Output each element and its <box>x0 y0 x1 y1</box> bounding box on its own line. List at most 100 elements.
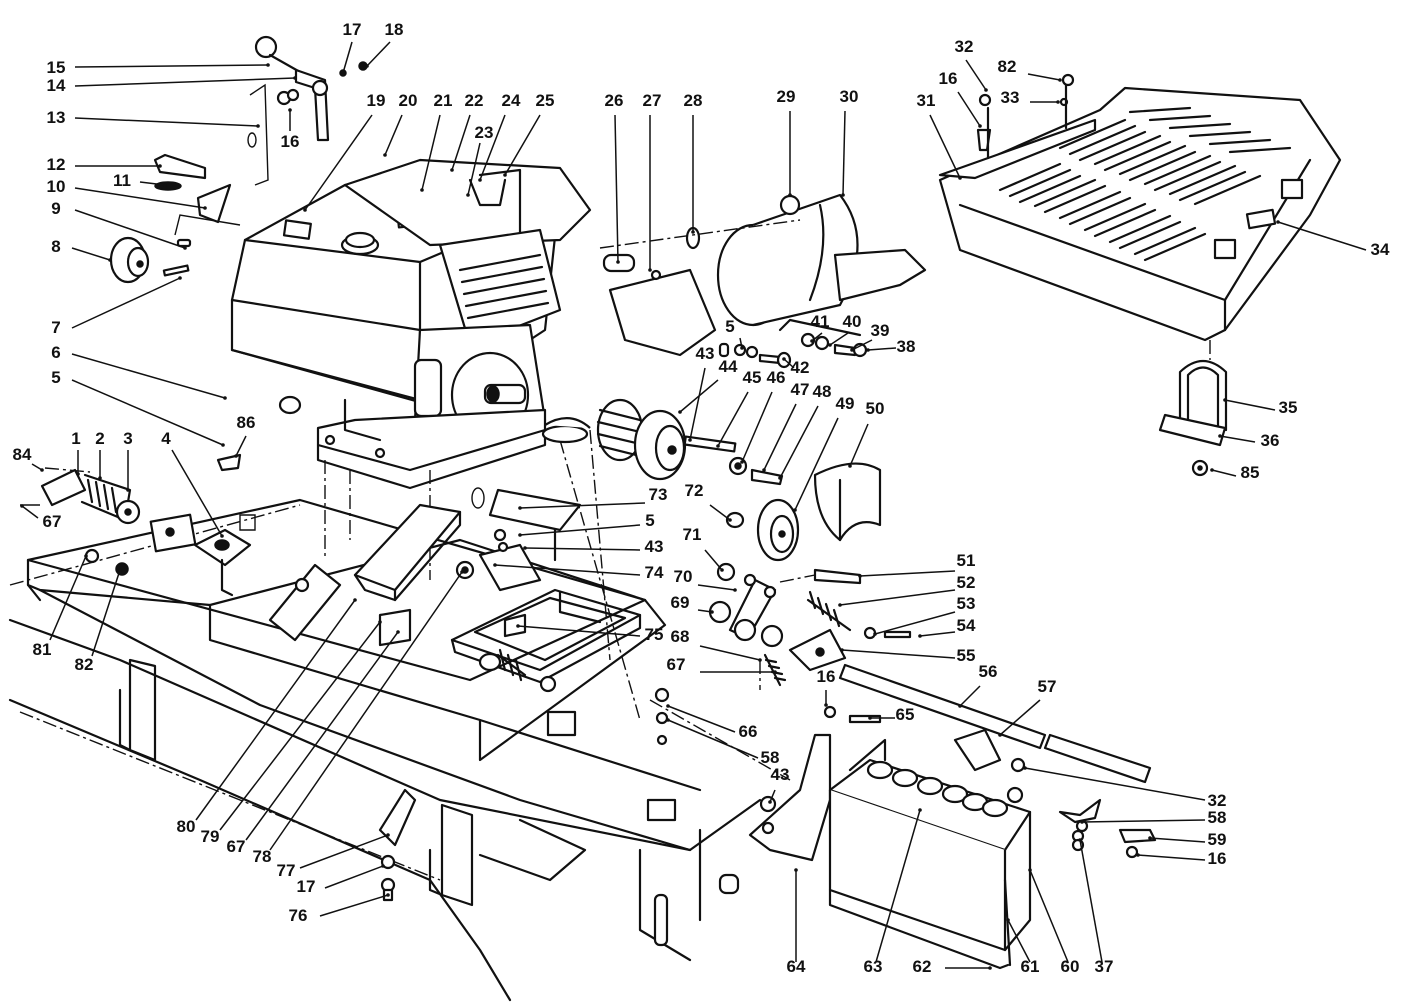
callout-leader-c45 <box>717 391 749 447</box>
callout-tip-c40 <box>828 343 832 347</box>
callout-tip-c39 <box>850 348 854 352</box>
callout-label-c57: 57 <box>1038 677 1057 696</box>
callout-label-c7: 7 <box>51 318 60 337</box>
callout-leader-c72 <box>709 504 731 521</box>
callout-label-c85: 85 <box>1241 463 1260 482</box>
callout-label-c26: 26 <box>605 91 624 110</box>
callout-leader-c20 <box>384 114 403 156</box>
callout-tip-c59 <box>1148 836 1152 840</box>
callout-label-c9: 9 <box>51 199 60 218</box>
callout-label-c18: 18 <box>385 20 404 39</box>
callout-tip-c67a <box>20 504 24 508</box>
callout-leader-c37 <box>1079 839 1103 963</box>
callout-tip-c76 <box>386 893 390 897</box>
callout-leader-c43b <box>524 547 641 551</box>
callout-leader-c44 <box>679 379 719 413</box>
callout-label-c3: 3 <box>123 429 132 448</box>
callout-label-c5b: 5 <box>725 317 734 336</box>
callout-tip-c66 <box>666 704 670 708</box>
callout-leader-c17b <box>324 865 384 889</box>
callout-tip-c34 <box>1276 220 1280 224</box>
callout-tip-c35 <box>1223 398 1227 402</box>
callout-leader-c26 <box>614 114 619 263</box>
callout-tip-c25 <box>503 173 507 177</box>
callout-label-c17b: 17 <box>297 877 316 896</box>
callout-label-c72: 72 <box>685 481 704 500</box>
callout-leader-c16c <box>1137 854 1206 861</box>
callout-leader-c22 <box>451 114 471 171</box>
callout-label-c63: 63 <box>864 957 883 976</box>
callout-label-c5a: 5 <box>51 368 60 387</box>
callout-label-c38: 38 <box>897 337 916 356</box>
callout-tip-c47 <box>762 468 766 472</box>
callout-leader-c14 <box>74 77 296 87</box>
callout-label-c8: 8 <box>51 237 60 256</box>
callout-leader-c52 <box>839 589 956 606</box>
callout-tip-c64 <box>794 868 798 872</box>
callout-label-c54: 54 <box>957 616 976 635</box>
callout-tip-c10 <box>203 206 207 210</box>
callout-leader-c79 <box>219 621 381 831</box>
callout-label-c23: 23 <box>475 123 494 142</box>
callout-label-c82b: 82 <box>998 57 1017 76</box>
callout-label-c42: 42 <box>791 358 810 377</box>
callout-leader-c63 <box>875 809 921 963</box>
callout-label-c77: 77 <box>277 861 296 880</box>
callout-label-c48: 48 <box>813 382 832 401</box>
callout-tip-c51 <box>858 574 862 578</box>
callout-label-c59: 59 <box>1208 830 1227 849</box>
callout-tip-c36 <box>1218 434 1222 438</box>
callout-tip-c50 <box>848 464 852 468</box>
callout-leader-c35 <box>1224 399 1276 411</box>
callout-label-c16b: 16 <box>817 667 836 686</box>
callout-tip-c3 <box>126 488 130 492</box>
callout-tip-c41 <box>810 339 814 343</box>
callout-tip-c62 <box>988 966 992 970</box>
callout-leader-c6 <box>71 353 226 399</box>
callout-tip-c30 <box>841 193 845 197</box>
callout-leader-c75 <box>517 625 641 637</box>
callout-leader-c18 <box>366 41 391 67</box>
callout-label-c44: 44 <box>719 357 738 376</box>
callout-leader-c23 <box>467 142 481 196</box>
callout-leader-c71 <box>704 549 723 571</box>
callout-leader-c82b <box>1027 73 1061 81</box>
callout-label-c84: 84 <box>13 445 32 464</box>
callout-label-c55: 55 <box>957 646 976 665</box>
callout-leader-c41 <box>811 332 823 342</box>
callout-leader-c19 <box>304 114 373 211</box>
callout-tip-c72 <box>728 518 732 522</box>
callout-label-c40: 40 <box>843 312 862 331</box>
callout-leader-c60 <box>1029 869 1069 963</box>
callout-tip-c42 <box>782 357 786 361</box>
callout-tip-c77 <box>386 833 390 837</box>
callout-label-c86: 86 <box>237 413 256 432</box>
callout-tip-c46 <box>740 460 744 464</box>
callout-tip-c43a <box>688 438 692 442</box>
callout-label-c67b: 67 <box>667 655 686 674</box>
hood <box>938 73 1342 342</box>
callout-tip-c1 <box>76 472 80 476</box>
callout-label-c47: 47 <box>791 380 810 399</box>
callout-label-c31: 31 <box>917 91 936 110</box>
callout-label-c58a: 58 <box>761 748 780 767</box>
callout-leader-c32b <box>965 59 987 91</box>
callout-leader-c56 <box>959 685 981 707</box>
callout-tip-c24 <box>478 178 482 182</box>
rods <box>654 663 1152 784</box>
callout-tip-c18 <box>365 64 369 68</box>
callout-tip-c69 <box>710 610 714 614</box>
callout-label-c80: 80 <box>177 817 196 836</box>
callout-label-c46: 46 <box>767 368 786 387</box>
callout-label-c20: 20 <box>399 91 418 110</box>
callout-leader-c51 <box>859 570 956 577</box>
callout-tip-c38 <box>866 348 870 352</box>
callout-tip-c12 <box>158 164 162 168</box>
callout-tip-c22 <box>450 168 454 172</box>
callout-leader-c47 <box>763 403 797 471</box>
callout-tip-c28 <box>691 230 695 234</box>
callout-tip-c58b <box>1080 820 1084 824</box>
callout-leader-c43a <box>689 367 706 441</box>
